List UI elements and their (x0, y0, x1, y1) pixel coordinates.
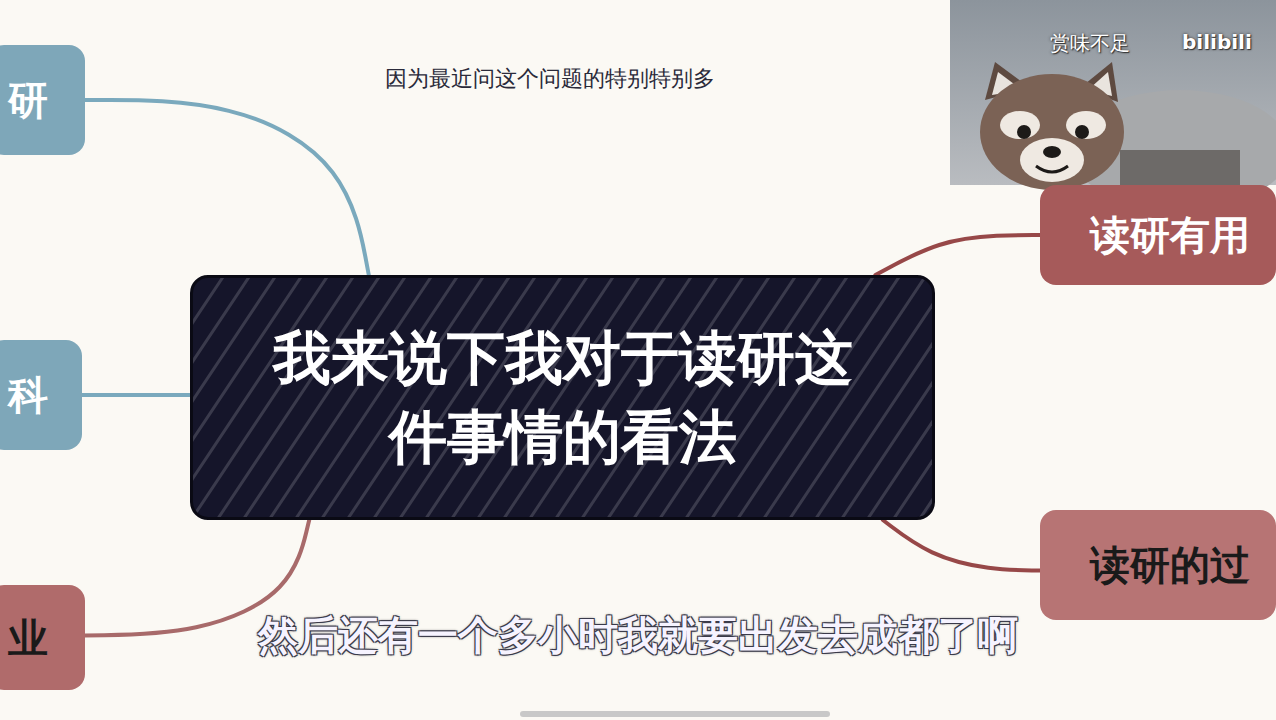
hatch-line (881, 278, 932, 517)
scrollbar (520, 711, 830, 717)
central-topic: 我来说下我对于读研这 件事情的看法 (190, 275, 935, 520)
branch-box: 读研有用 (1040, 185, 1276, 285)
note-text: 因为最近问这个问题的特别特别多 (0, 64, 1100, 94)
hatch-line (193, 278, 359, 517)
branch-connector (883, 520, 1040, 571)
branch-connector (82, 393, 190, 397)
branch-box: 科 (0, 340, 82, 450)
node-label: 读研的过 (1090, 541, 1250, 589)
watermark-text: 赏味不足 (1050, 30, 1130, 57)
branch-box: 业 (0, 585, 85, 690)
hatch-line (193, 278, 307, 517)
hatch-texture (193, 278, 932, 517)
branch-box: 研 (0, 45, 85, 155)
watermark-logo: bilibili (1182, 30, 1252, 54)
red-panda (980, 62, 1240, 190)
hatch-line (193, 278, 333, 517)
branch-connector (875, 235, 1040, 275)
branch-connector (85, 100, 369, 275)
hatch-line (777, 278, 932, 517)
hatch-line (907, 278, 932, 517)
webcam-overlay (950, 0, 1276, 210)
subtitle: 然后还有一个多小时我就要出发去成都了啊 (0, 608, 1276, 663)
branch-box: 读研的过 (1040, 510, 1276, 620)
node-label: 科 (8, 371, 48, 419)
node-label: 我来说下我对于读研这 件事情的看法 (243, 319, 883, 476)
node-label: 读研有用 (1090, 211, 1250, 259)
node-label: 研 (8, 76, 48, 124)
node-label: 业 (8, 614, 48, 662)
hatch-line (829, 278, 932, 517)
